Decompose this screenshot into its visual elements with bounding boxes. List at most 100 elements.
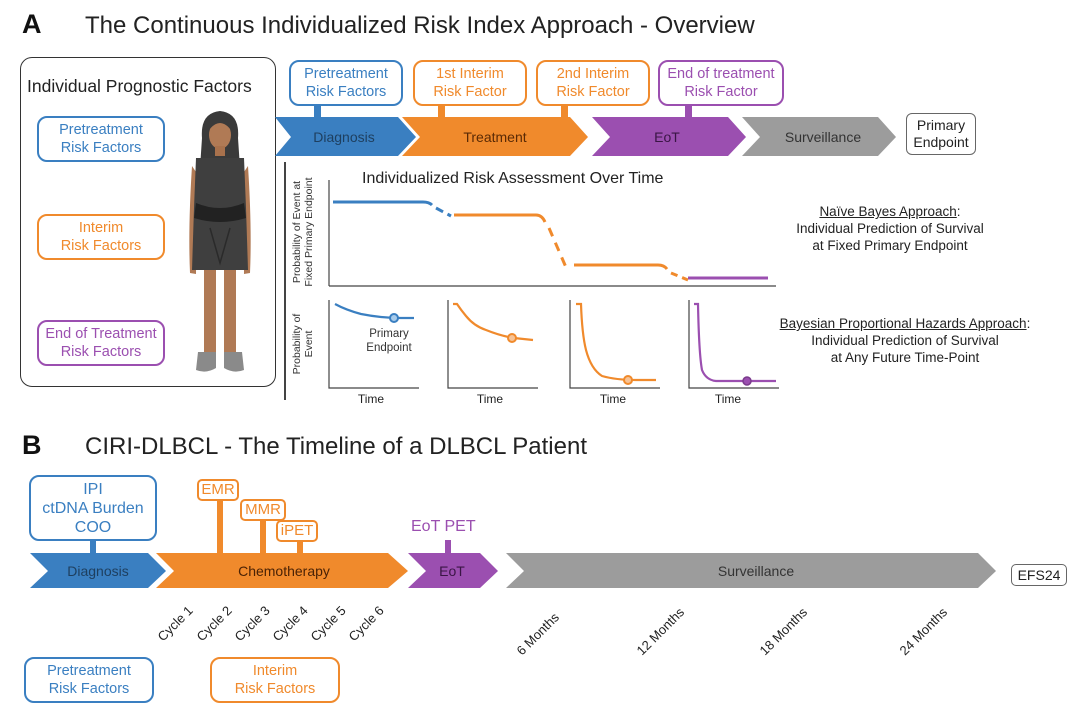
month-label: 24 Months [897, 604, 951, 658]
connector-stem [438, 106, 445, 120]
month-label: 12 Months [634, 604, 688, 658]
risk-chart-title: Individualized Risk Assessment Over Time [362, 170, 664, 187]
box-line: Risk Factor [556, 84, 630, 100]
connector-stem [445, 540, 451, 555]
risk-chart-ylabel: Probability of Event at [291, 181, 303, 283]
small-chart-interim2: Time [569, 300, 660, 406]
box-line: Interim [252, 663, 298, 679]
description-line: at Fixed Primary Endpoint [812, 238, 968, 253]
month-labels: 6 Months 12 Months 18 Months 24 Months [514, 604, 951, 658]
primary-endpoint-annotation: Primary [369, 328, 409, 340]
mmr-tag: MMR [240, 499, 286, 521]
chevron-diagnosis [275, 117, 416, 156]
box-line: COO [74, 518, 112, 536]
panel-b-letter: B [22, 430, 42, 460]
legend-pretreatment-box: Pretreatment Risk Factors [24, 657, 154, 703]
risk-segment-interim2 [574, 263, 669, 270]
connector-stem [561, 106, 568, 120]
timeline-label: Chemotherapy [238, 563, 330, 579]
x-axis-label: Time [477, 392, 504, 406]
box-line: Interim [78, 220, 124, 236]
bayesian-ph-heading: Bayesian Proportional Hazards Approach [779, 316, 1027, 331]
prognostic-pretreatment-box: Pretreatment Risk Factors [37, 116, 165, 162]
box-line: Risk Factor [684, 84, 758, 100]
prognostic-interim-box: Interim Risk Factors [37, 214, 165, 260]
cycle-label: Cycle 3 [232, 603, 273, 644]
legend-interim-box: Interim Risk Factors [210, 657, 340, 703]
cycle-label: Cycle 5 [308, 603, 349, 644]
patient-figure-icon [189, 111, 251, 372]
chevron-surveillance [742, 117, 896, 156]
box-line: ctDNA Burden [42, 499, 144, 517]
description-line: Individual Prediction of Survival [811, 333, 999, 348]
chevron-surveillance [506, 553, 996, 588]
cycle-label: Cycle 2 [194, 603, 235, 644]
chevron-diagnosis [30, 553, 166, 588]
timeline-label: Diagnosis [67, 563, 128, 579]
chevron-treatment [402, 117, 588, 156]
box-line: 1st Interim [436, 66, 504, 82]
description-line: at Any Future Time-Point [830, 350, 980, 365]
box-line: 2nd Interim [556, 66, 630, 82]
box-line: Risk Factors [234, 681, 316, 697]
cycle-label: Cycle 1 [155, 603, 196, 644]
divider-line [284, 162, 286, 400]
box-line: Risk Factors [305, 84, 387, 100]
survival-curve [694, 302, 776, 383]
connector-stem [685, 106, 692, 120]
survival-curve [576, 302, 656, 382]
prognostic-eot-box: End of Treatment Risk Factors [37, 320, 165, 366]
panel-a-letter: A [22, 9, 42, 39]
prognostic-factors-panel [20, 57, 276, 387]
risk-transition [547, 227, 570, 273]
timeline-label: Diagnosis [313, 129, 374, 145]
box-line: End of treatment [667, 66, 775, 82]
risk-segment-interim1 [454, 213, 547, 223]
survival-curve [453, 302, 534, 342]
prognostic-factors-title: Individual Prognostic Factors [27, 76, 252, 96]
chevron-eot [592, 117, 746, 156]
x-axis-label: Time [358, 392, 385, 406]
connector-stem [260, 521, 266, 555]
risk-chart-ylabel: Fixed Primary Endpoint [303, 177, 315, 286]
timeline-b: Diagnosis Chemotherapy EoT Surveillance [30, 501, 996, 588]
cycle-label: Cycle 6 [346, 603, 387, 644]
x-axis-label: Time [715, 392, 742, 406]
top-1st-interim-box: 1st Interim Risk Factor [413, 60, 527, 106]
small-chart-interim1: Time [447, 300, 538, 406]
month-label: 6 Months [514, 609, 563, 658]
naive-bayes-description: Naïve Bayes Approach: Individual Predict… [740, 203, 1040, 254]
top-2nd-interim-box: 2nd Interim Risk Factor [536, 60, 650, 106]
box-line: Pretreatment [47, 663, 131, 679]
risk-chart: Probability of Event at Fixed Primary En… [291, 177, 776, 287]
cycle-label: Cycle 4 [270, 603, 311, 644]
eot-pet-label: EoT PET [411, 518, 476, 535]
primary-endpoint-box: Primary Endpoint [906, 113, 976, 155]
box-line: Risk Factors [60, 140, 142, 156]
box-line: Primary [916, 117, 966, 133]
month-label: 18 Months [757, 604, 811, 658]
box-line: Pretreatment [304, 66, 388, 82]
ipet-tag: iPET [276, 520, 318, 542]
endpoint-marker [742, 376, 752, 386]
panel-b-title: CIRI-DLBCL - The Timeline of a DLBCL Pat… [85, 433, 587, 460]
timeline-label: EoT [654, 129, 680, 145]
risk-segment-pretreatment [333, 200, 434, 207]
box-line: Risk Factors [60, 238, 142, 254]
chevron-chemotherapy [156, 553, 408, 588]
small-chart-eot: Time [688, 300, 779, 406]
naive-bayes-heading: Naïve Bayes Approach [819, 204, 957, 219]
small-chart-ylabel: Event [303, 330, 315, 357]
bayesian-ph-description: Bayesian Proportional Hazards Approach: … [730, 315, 1080, 366]
small-charts: Probability of Event Primary Endpoint Ti… [291, 300, 779, 406]
chevron-eot [408, 553, 498, 588]
risk-transition [435, 206, 452, 218]
efs24-endpoint-box: EFS24 [1011, 564, 1067, 586]
endpoint-marker [389, 313, 399, 323]
box-line: Risk Factors [60, 344, 142, 360]
connector-stem [314, 106, 321, 120]
description-line: Individual Prediction of Survival [796, 221, 984, 236]
endpoint-marker [623, 375, 633, 385]
x-axis-label: Time [600, 392, 627, 406]
small-chart-pretreatment: Primary Endpoint Time [328, 300, 419, 406]
